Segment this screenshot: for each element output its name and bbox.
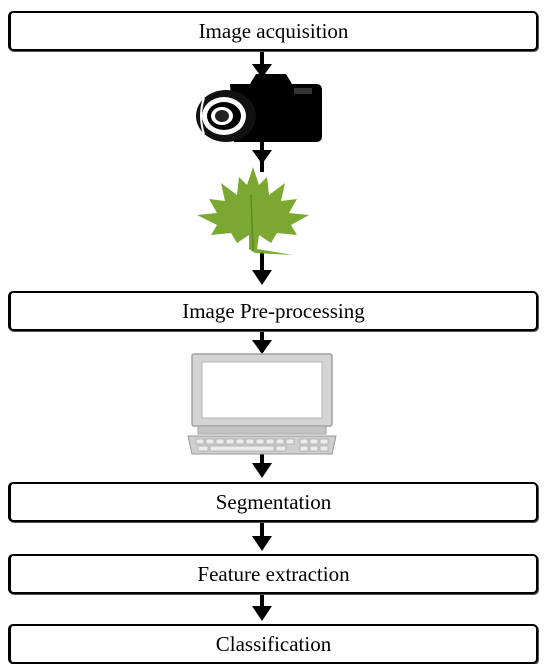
arrowhead-6: [252, 536, 272, 551]
step-label: Image Pre-processing: [182, 298, 365, 323]
step-label: Classification: [215, 631, 332, 656]
arrowhead-5: [252, 463, 272, 478]
camera-icon: [196, 74, 322, 142]
arrowhead-1: [252, 64, 272, 78]
computer-icon: [187, 353, 337, 455]
arrowhead-2: [252, 150, 272, 164]
step-label: Image acquisition: [198, 18, 349, 43]
step-image-acquisition: Image acquisition: [8, 11, 538, 51]
step-segmentation: Segmentation: [8, 482, 538, 522]
maple-leaf-icon: [197, 167, 309, 255]
step-feature-extraction: Feature extraction: [8, 554, 538, 594]
step-image-preprocessing: Image Pre-processing: [8, 291, 538, 331]
arrowhead-4: [252, 340, 272, 354]
arrowhead-7: [252, 606, 272, 621]
step-label: Segmentation: [215, 489, 332, 514]
step-label: Feature extraction: [197, 561, 350, 586]
step-classification: Classification: [8, 624, 538, 664]
arrowhead-3: [252, 270, 272, 285]
